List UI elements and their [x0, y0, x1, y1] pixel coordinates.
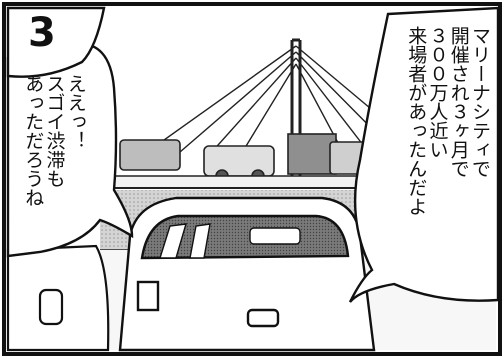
speech-text-left: ええっ！ スゴイ渋滞も あっただろうね: [22, 74, 87, 207]
speech-bubble-right: [348, 6, 500, 303]
speech-line: スゴイ渋滞も: [43, 74, 66, 188]
left-car: [6, 244, 110, 352]
speech-line: ３００万人近い: [426, 26, 449, 159]
speech-line: 来場者があったんだよ: [405, 26, 428, 216]
van-rear: [118, 196, 376, 352]
speech-line: 開催され３ヶ月で: [447, 26, 470, 178]
speech-line: あっただろうね: [22, 74, 45, 207]
panel-number: 3: [28, 10, 56, 56]
speech-bubble-left: [6, 42, 134, 258]
speech-text-right: マリーナシティで 開催され３ヶ月で ３００万人近い 来場者があったんだよ: [405, 26, 491, 216]
panel-number-bubble: [6, 6, 106, 78]
speech-line: マリーナシティで: [469, 26, 491, 178]
speech-line: ええっ！: [64, 74, 87, 150]
